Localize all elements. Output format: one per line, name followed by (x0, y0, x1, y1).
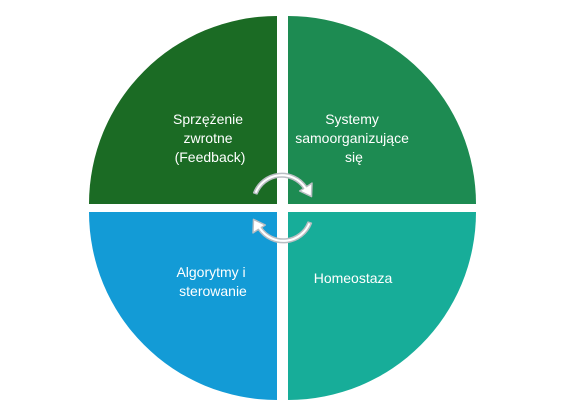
quadrant-bottom-left (89, 212, 277, 400)
label-line: Algorytmy i (176, 264, 245, 280)
cycle-arrow-top-icon (252, 172, 313, 198)
label-line: sterowanie (179, 283, 247, 299)
quadrant-top-left (89, 16, 277, 204)
quadrant-label-top-right: Systemy samoorganizujące się (295, 111, 413, 165)
quadrant-top-right (288, 16, 476, 204)
cycle-arrow-bottom-icon (252, 218, 313, 244)
label-line: (Feedback) (175, 149, 246, 165)
label-line: samoorganizujące (295, 130, 409, 146)
quadrant-label-bottom-right: Homeostaza (314, 270, 393, 286)
label-line: się (345, 149, 363, 165)
label-line: Systemy (325, 111, 379, 127)
quadrant-bottom-right (288, 212, 476, 400)
label-line: Homeostaza (314, 270, 393, 286)
cycle-arrows-icon (252, 172, 313, 244)
label-line: Sprzężenie (173, 111, 243, 127)
quadrant-label-bottom-left: Algorytmy i sterowanie (176, 264, 249, 299)
quadrant-label-top-left: Sprzężenie zwrotne (Feedback) (173, 111, 247, 165)
label-line: zwrotne (184, 130, 233, 146)
